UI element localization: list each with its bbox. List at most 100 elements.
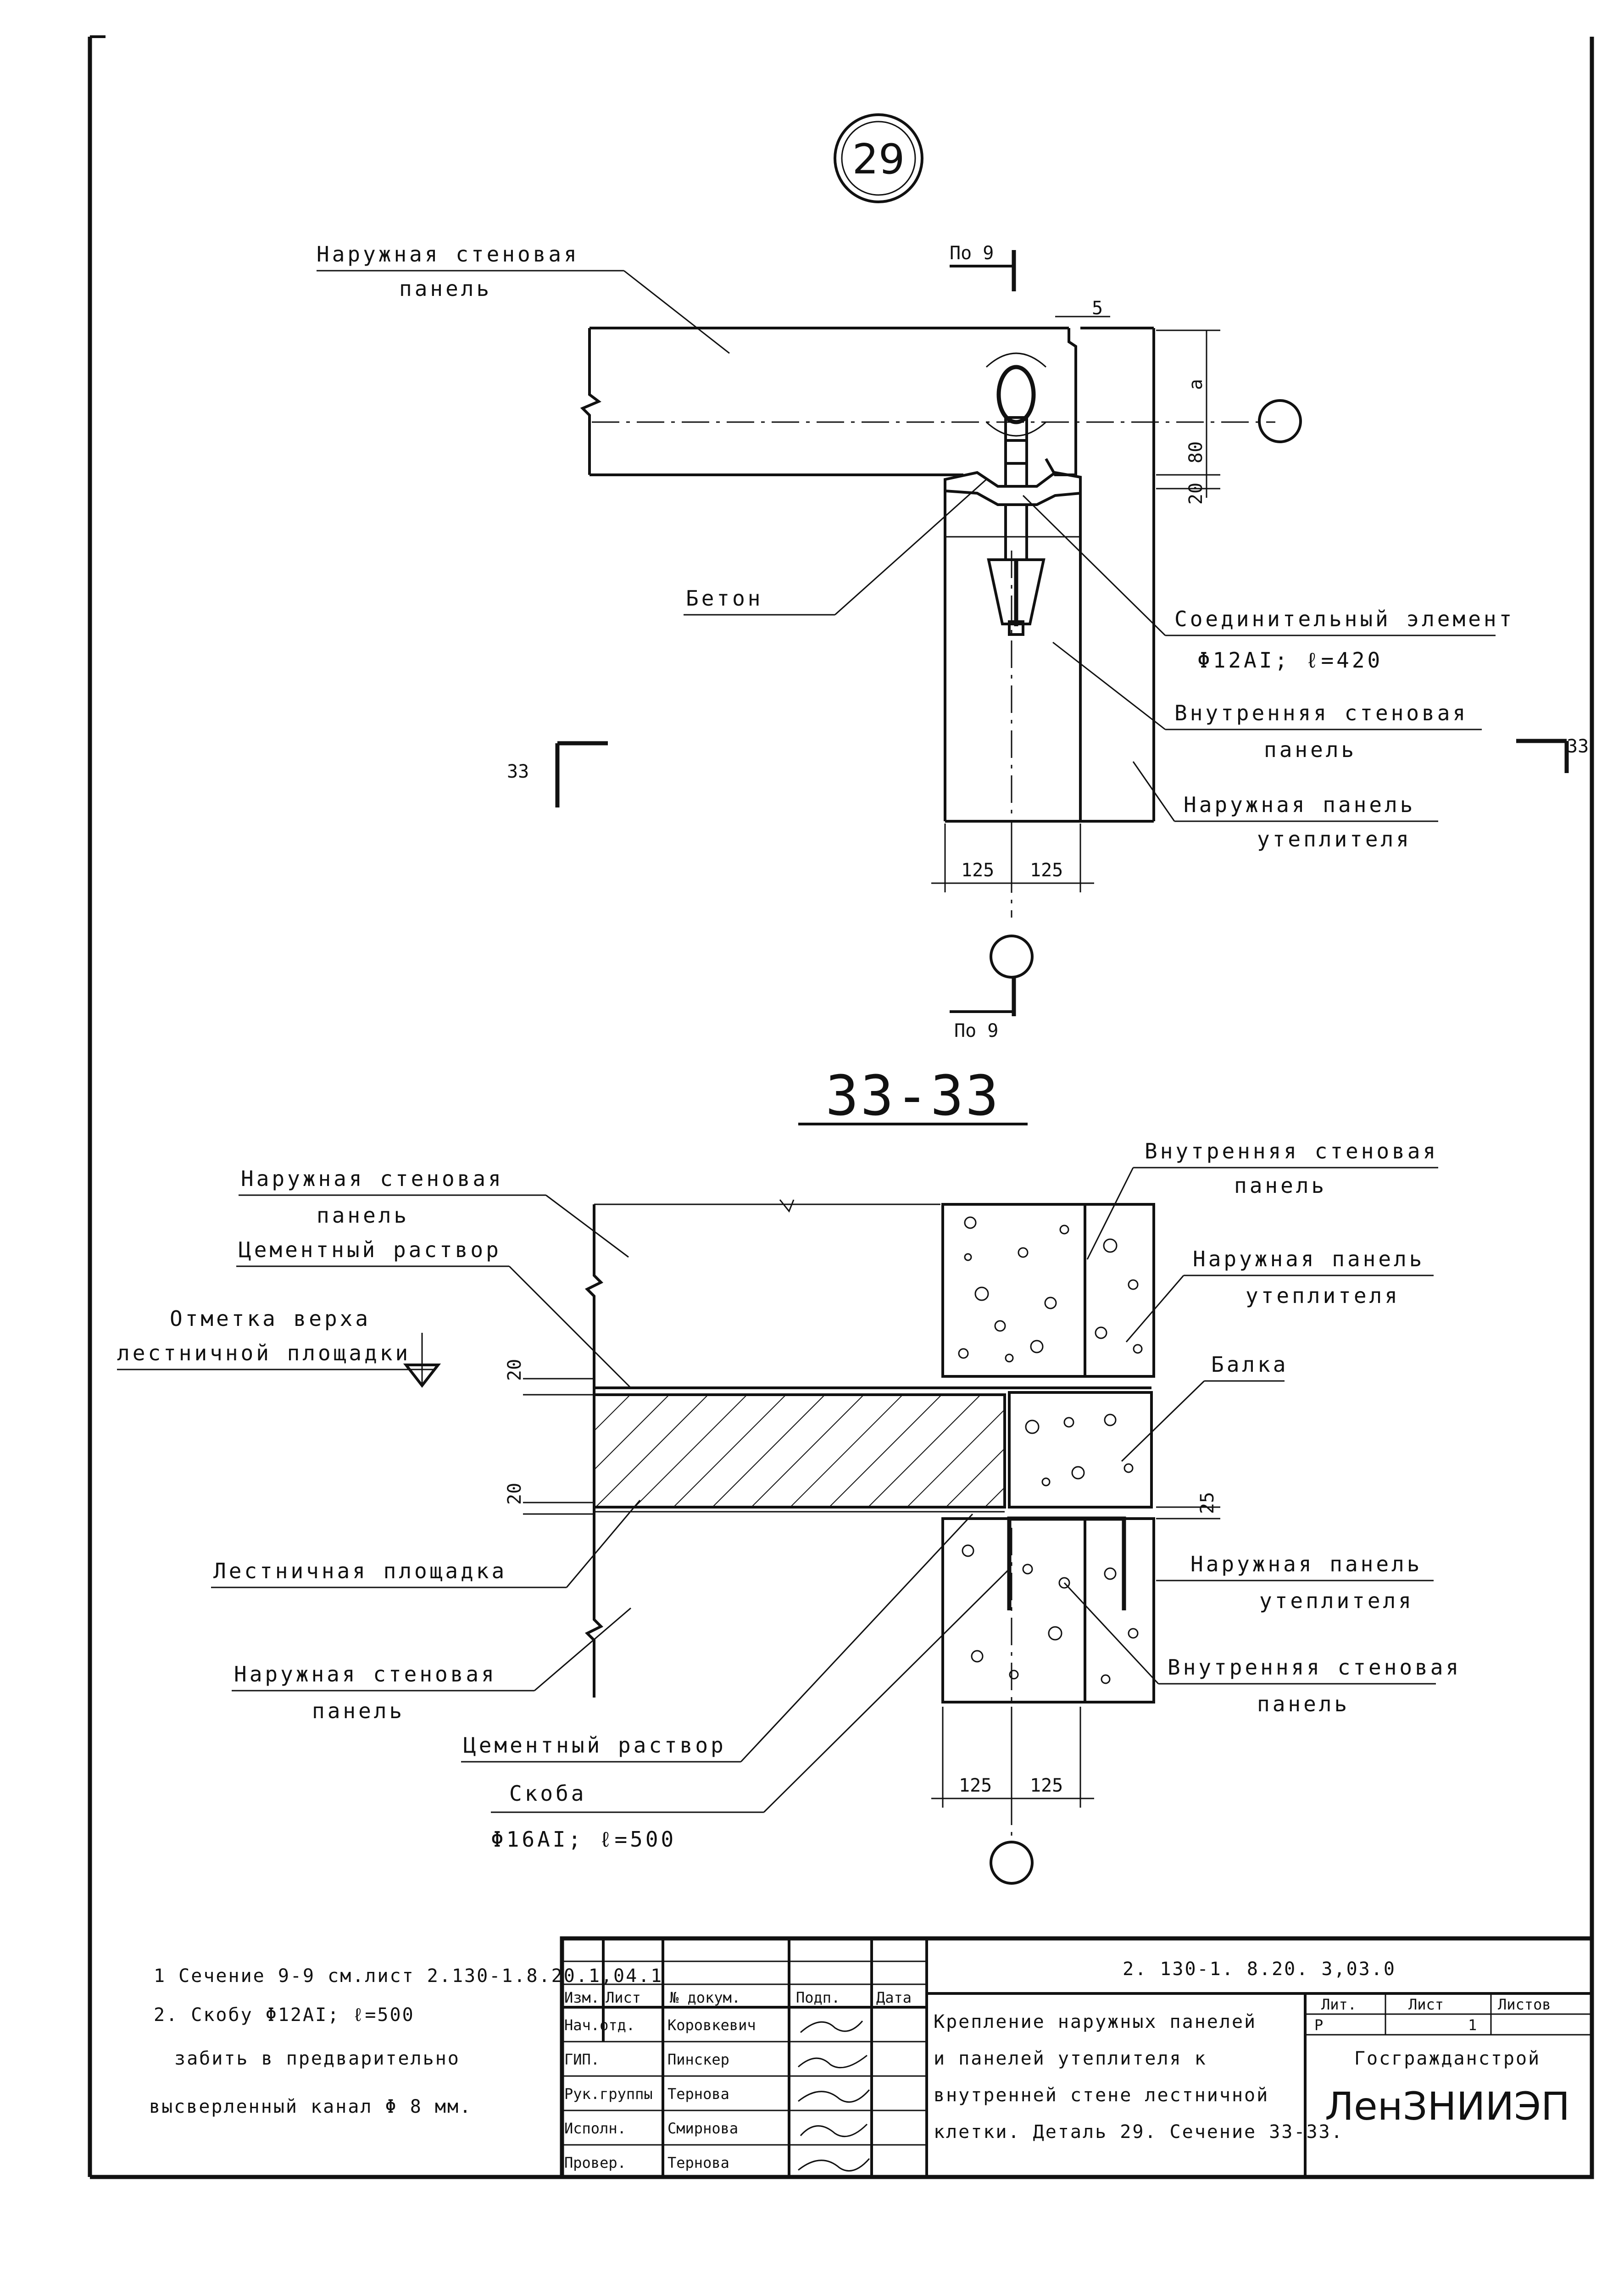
detail-number-marker: 29 [834, 113, 923, 203]
label-mortar-bottom: Цементный раствор [461, 1513, 973, 1763]
cut-marker-left: 33 [507, 741, 608, 807]
svg-text:1 Сечение 9-9 см.лист 2.130-1.: 1 Сечение 9-9 см.лист 2.130-1.8.20.1,04.… [154, 1965, 663, 1987]
vertical-dimensions: a 80 20 [1156, 329, 1220, 505]
svg-text:панель: панель [399, 276, 492, 301]
svg-text:5: 5 [1092, 298, 1103, 319]
svg-text:20: 20 [504, 1359, 525, 1381]
label-connector: Соединительный элемент Φ12AI; ℓ=420 [1022, 495, 1514, 673]
svg-text:Соединительный элемент: Соединительный элемент [1174, 607, 1514, 631]
axis-bubble-right [1258, 399, 1302, 443]
section-bottom-dimensions: 125 125 [931, 1707, 1094, 1808]
svg-text:панель: панель [1234, 1173, 1327, 1198]
svg-text:По 9: По 9 [950, 243, 994, 264]
svg-text:Лестничная площадка: Лестничная площадка [213, 1559, 507, 1583]
svg-text:125: 125 [1030, 1775, 1063, 1796]
organization-name: ЛенЗНИИЭП [1325, 2084, 1570, 2129]
svg-text:Исполн.: Исполн. [564, 2120, 626, 2137]
section-right-dimension: 25 [1156, 1492, 1220, 1520]
connector-element [985, 352, 1047, 636]
svg-text:ГИП.: ГИП. [564, 2051, 600, 2068]
label-inner-panel-bottom: Внутренняя стеновая панель [1063, 1582, 1458, 1716]
label-section-outer-panel-top: Наружная стеновая панель [239, 1166, 629, 1258]
svg-text:1: 1 [1468, 2016, 1477, 2034]
svg-text:Лит.: Лит. [1321, 1996, 1357, 2013]
lower-insulation-panel [1084, 1517, 1155, 1703]
svg-text:80: 80 [1185, 441, 1207, 463]
upper-inner-panel [941, 1203, 1086, 1378]
beam [1008, 1391, 1153, 1509]
svg-text:утеплителя: утеплителя [1257, 827, 1412, 852]
svg-text:панель: панель [312, 1698, 405, 1723]
svg-text:125: 125 [959, 1775, 992, 1796]
svg-text:Рук.группы: Рук.группы [564, 2085, 653, 2103]
insulation-panel [1080, 327, 1155, 823]
notes: 1 Сечение 9-9 см.лист 2.130-1.8.20.1,04.… [149, 1965, 663, 2117]
svg-text:25: 25 [1197, 1492, 1218, 1514]
title-block: 2. 130-1. 8.20. 3,03.0 Изм. Лист № докум… [560, 1936, 1594, 2179]
svg-text:20: 20 [504, 1483, 525, 1505]
svg-text:Госгражданстрой: Госгражданстрой [1354, 2048, 1541, 2069]
signatures [798, 2021, 870, 2172]
detail-number: 29 [852, 135, 905, 184]
section-title: 33-33 [798, 1064, 1028, 1128]
svg-text:Скоба: Скоба [509, 1781, 586, 1806]
beam-aggregate [1025, 1414, 1134, 1486]
svg-text:33: 33 [507, 761, 529, 782]
gap-dimension: 5 [1055, 298, 1110, 319]
label-concrete: Бетон [684, 479, 987, 616]
svg-text:Лист: Лист [606, 1989, 641, 2006]
svg-text:Наружная стеновая: Наружная стеновая [241, 1166, 504, 1191]
svg-text:125: 125 [1030, 860, 1063, 881]
upper-insulation-aggregate [1095, 1238, 1143, 1354]
svg-text:Пинскер: Пинскер [667, 2051, 729, 2068]
svg-text:Нач.отд.: Нач.отд. [564, 2016, 635, 2034]
svg-text:Цементный раствор: Цементный раствор [239, 1237, 501, 1262]
svg-text:125: 125 [961, 860, 994, 881]
svg-text:№ докум.: № докум. [670, 1989, 740, 2006]
svg-text:панель: панель [1264, 737, 1357, 762]
section-ref-top: По 9 [950, 243, 1016, 291]
staple [1007, 1516, 1126, 1610]
section-view: 33-33 [117, 1064, 1458, 1885]
svg-text:утеплителя: утеплителя [1246, 1283, 1400, 1308]
svg-text:Отметка верха: Отметка верха [170, 1306, 371, 1331]
outer-wall-panel [580, 327, 1077, 476]
svg-text:лестничной площадки: лестничной площадки [117, 1341, 411, 1365]
inner-wall-panel [944, 479, 1082, 823]
label-insulation: Наружная панель утеплителя [1132, 761, 1438, 852]
svg-text:Внутренняя стеновая: Внутренняя стеновая [1145, 1139, 1438, 1163]
upper-inner-panel-aggregate [958, 1216, 1069, 1363]
label-outer-panel: Наружная стеновая панель [317, 242, 730, 354]
svg-text:клетки. Деталь 29. Сечение 33-: клетки. Деталь 29. Сечение 33-33. [934, 2121, 1344, 2143]
svg-text:Φ12AI; ℓ=420: Φ12AI; ℓ=420 [1197, 648, 1383, 673]
document-code: 2. 130-1. 8.20. 3,03.0 [1123, 1959, 1396, 1980]
label-staple: Скоба Φ16AI; ℓ=500 [491, 1568, 1010, 1852]
svg-text:Наружная стеновая: Наружная стеновая [317, 242, 579, 267]
svg-text:Коровкевич: Коровкевич [667, 2016, 756, 2034]
concrete-joint [944, 471, 1082, 506]
horizontal-dimensions: 125 125 [931, 824, 1094, 892]
plan-view: 29 По 9 [317, 113, 1589, 1041]
svg-text:Р: Р [1314, 2016, 1323, 2034]
svg-text:Изм.: Изм. [564, 1989, 600, 2006]
svg-text:Φ16AI; ℓ=500: Φ16AI; ℓ=500 [491, 1827, 676, 1852]
svg-text:внутренней стене лестничной: внутренней стене лестничной [934, 2085, 1269, 2106]
svg-text:Дата: Дата [876, 1989, 912, 2006]
label-landing-mark: Отметка верха лестничной площадки [117, 1306, 434, 1370]
svg-text:высверленный канал Φ 8 мм.: высверленный канал Φ 8 мм. [149, 2096, 472, 2117]
svg-text:Наружная панель: Наружная панель [1193, 1247, 1424, 1271]
label-inner-panel: Внутренняя стеновая панель [1052, 641, 1482, 762]
label-insulation-bottom: Наружная панель утеплителя [1156, 1552, 1434, 1613]
svg-text:Цементный раствор: Цементный раствор [463, 1733, 726, 1758]
svg-text:Балка: Балка [1211, 1352, 1288, 1377]
section-axis-bubble [990, 1841, 1034, 1885]
axis-bubble-bottom [990, 935, 1034, 979]
svg-text:Листов: Листов [1498, 1996, 1551, 2013]
cut-marker-right: 33 [1516, 736, 1589, 773]
label-inner-panel-top: Внутренняя стеновая панель [1086, 1139, 1438, 1260]
svg-text:По 9: По 9 [954, 1020, 998, 1041]
label-beam: Балка [1121, 1352, 1288, 1462]
svg-text:Лист: Лист [1408, 1996, 1444, 2013]
svg-text:Бетон: Бетон [686, 586, 763, 611]
